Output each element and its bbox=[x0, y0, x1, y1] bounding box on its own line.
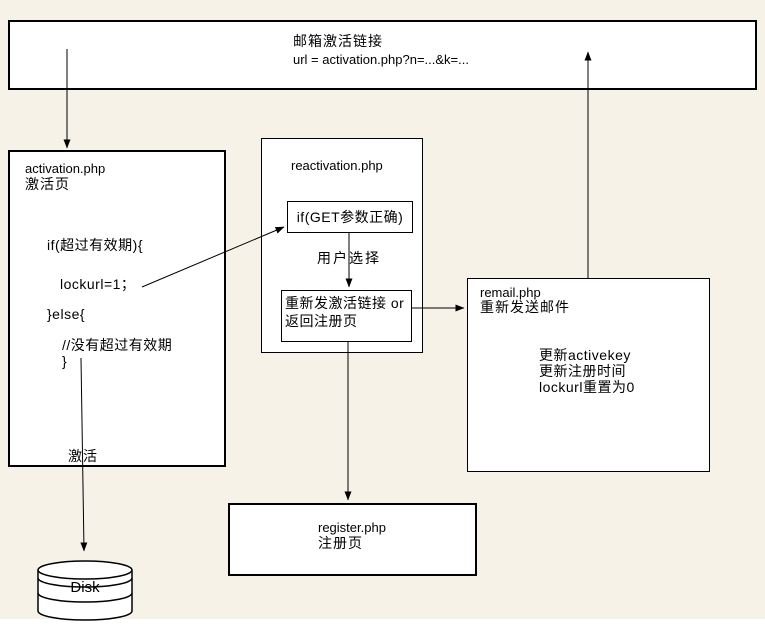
code-line-else: }else{ bbox=[47, 306, 86, 322]
reactivation-filename: reactivation.php bbox=[291, 158, 383, 173]
edge-label-activate: 激活 bbox=[68, 448, 98, 464]
code-line-lockurl: lockurl=1； bbox=[60, 276, 136, 292]
disk-label: Disk bbox=[70, 579, 100, 596]
code-line-if: if(超过有效期){ bbox=[47, 237, 143, 253]
register-page-label: 注册页 bbox=[318, 535, 363, 551]
bottom-strip bbox=[0, 619, 765, 626]
code-line-closebrace: } bbox=[62, 353, 68, 369]
email-link-title: 邮箱激活链接 bbox=[293, 33, 383, 49]
edge-label-user-choice: 用户选择 bbox=[317, 250, 381, 266]
action-line-2: 返回注册页 bbox=[285, 313, 358, 329]
remail-label: 重新发送邮件 bbox=[480, 299, 570, 315]
activation-filename: activation.php bbox=[25, 161, 106, 176]
action-line-1: 重新发激活链接 or bbox=[285, 295, 405, 311]
node-resend-or-return: 重新发激活链接 or 返回注册页 bbox=[281, 290, 412, 342]
activation-page-label: 激活页 bbox=[25, 176, 70, 192]
node-email-link bbox=[8, 20, 757, 90]
register-filename: register.php bbox=[318, 520, 386, 535]
remail-detail-regtime: 更新注册时间 bbox=[539, 363, 626, 379]
code-line-comment: //没有超过有效期 bbox=[62, 337, 173, 353]
node-remail bbox=[467, 278, 710, 472]
node-get-param-condition: if(GET参数正确) bbox=[287, 201, 413, 233]
remail-filename: remail.php bbox=[480, 285, 541, 300]
email-link-url: url = activation.php?n=...&k=... bbox=[293, 52, 469, 67]
node-register-page bbox=[228, 503, 477, 576]
condition-text: if(GET参数正确) bbox=[296, 209, 404, 225]
node-activation-page bbox=[8, 150, 226, 467]
remail-detail-activekey: 更新activekey bbox=[539, 347, 631, 363]
remail-detail-lockurl: lockurl重置为0 bbox=[539, 379, 635, 395]
